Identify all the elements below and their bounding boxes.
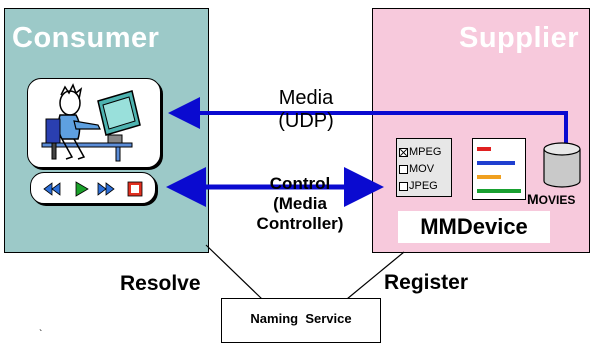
consumer-title: Consumer bbox=[12, 22, 160, 54]
supplier-title: Supplier bbox=[459, 22, 580, 54]
rewind-icon[interactable] bbox=[43, 182, 61, 196]
control-label-line1: Control bbox=[269, 174, 331, 193]
checkbox-icon[interactable] bbox=[399, 181, 408, 191]
register-label: Register bbox=[384, 271, 469, 294]
fast-forward-icon[interactable] bbox=[97, 182, 115, 196]
media-label-line1: Media bbox=[278, 87, 334, 109]
bar-orange bbox=[477, 175, 501, 179]
control-link-label: Control (Media Controller) bbox=[230, 174, 370, 234]
format-label: MPEG bbox=[409, 146, 442, 158]
bar-red bbox=[477, 147, 491, 151]
checkbox-icon[interactable] bbox=[399, 164, 408, 174]
play-icon[interactable] bbox=[75, 181, 89, 197]
bar-blue bbox=[477, 161, 515, 165]
checkbox-checked-icon[interactable] bbox=[399, 147, 408, 157]
person-computer-icon bbox=[41, 83, 141, 162]
user-at-computer-illustration bbox=[27, 78, 161, 168]
database-cylinder-icon bbox=[543, 142, 581, 188]
resolve-label: Resolve bbox=[120, 272, 201, 295]
media-link-label: Media (UDP) bbox=[262, 87, 350, 133]
control-label-line3: Controller) bbox=[256, 214, 344, 233]
stop-icon[interactable] bbox=[127, 181, 143, 197]
resolve-line bbox=[205, 244, 263, 300]
format-option-jpeg[interactable]: JPEG bbox=[399, 180, 438, 192]
bar-chart-icon bbox=[472, 138, 526, 200]
media-label-line2: (UDP) bbox=[278, 110, 334, 132]
format-label: JPEG bbox=[409, 180, 438, 192]
media-arrow bbox=[168, 97, 568, 143]
naming-service-box: Naming Service bbox=[221, 298, 381, 343]
register-line bbox=[346, 251, 405, 300]
control-label-line2: (Media bbox=[273, 194, 327, 213]
format-option-mov[interactable]: MOV bbox=[399, 163, 434, 175]
stray-mark: ` bbox=[39, 329, 43, 340]
playback-buttons bbox=[43, 181, 143, 197]
mmdevice-label: MMDevice bbox=[398, 211, 550, 243]
format-option-mpeg[interactable]: MPEG bbox=[399, 146, 441, 158]
bar-green bbox=[477, 189, 521, 193]
movies-label: MOVIES bbox=[527, 191, 576, 207]
format-label: MOV bbox=[409, 163, 435, 175]
